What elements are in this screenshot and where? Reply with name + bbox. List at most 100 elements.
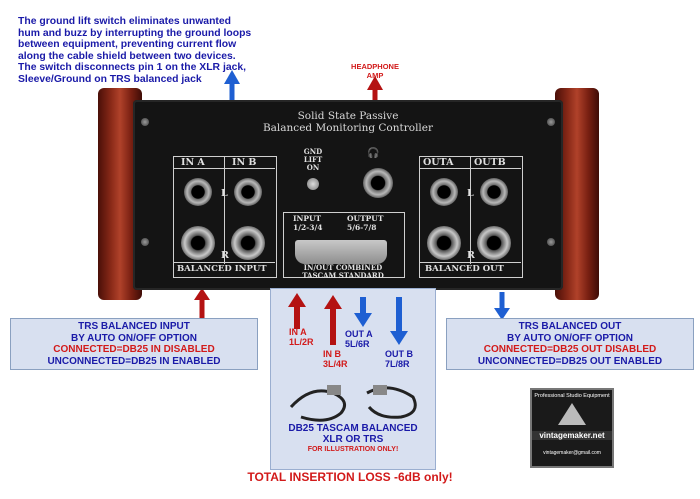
in-b-arrowhead: [324, 295, 342, 309]
headphone-amp-label: HEADPHONE AMP: [340, 62, 410, 80]
note-line: between equipment, preventing current fl…: [18, 39, 237, 51]
balanced-input-arrowhead: [194, 288, 210, 300]
ground-lift-toggle-switch[interactable]: [307, 178, 319, 190]
ground-lift-note: The ground lift switch eliminates unwant…: [18, 16, 348, 86]
vintagemaker-logo: Professional Studio Equipment vintagemak…: [530, 388, 614, 468]
out-a-arrowhead: [354, 313, 372, 327]
io-input-ch: 1/2-3/4: [293, 223, 323, 232]
logo-site-text: vintagemaker.net: [532, 431, 612, 440]
db25-label-line: 3L/4R: [323, 359, 348, 369]
gnd-lift-line: ON: [306, 163, 320, 172]
panel-title-line1: Solid State Passive: [297, 110, 399, 122]
trs-db25-plug: [373, 385, 387, 395]
right-channel-label: R: [221, 250, 229, 261]
db25-label-line: 5L/6R: [345, 339, 370, 349]
note-line: The ground lift switch eliminates unwant…: [18, 16, 232, 27]
note-line: The switch disconnects pin 1 on the XLR …: [18, 62, 247, 74]
hp-label-line: AMP: [366, 71, 384, 80]
out-a-label: OUTA: [423, 157, 454, 168]
balanced-input-label: BALANCED INPUT: [177, 264, 267, 274]
output-header-line: [419, 168, 521, 169]
io-combined-text: IN/OUT COMBINED: [303, 263, 383, 272]
left-channel-label: L: [221, 188, 228, 199]
in-a-arrowhead: [288, 293, 306, 307]
output-footer-line: [419, 262, 521, 263]
output-section: [419, 156, 523, 278]
cable-caption-line1: DB25 TASCAM BALANCED: [288, 423, 418, 434]
db25-label-line: IN B: [323, 349, 341, 359]
logo-top-text: Professional Studio Equipment: [534, 393, 610, 399]
callout-line: CONNECTED=DB25 IN DISABLED: [53, 344, 215, 355]
screw-icon: [547, 238, 555, 246]
panel-title-line2: Balanced Monitoring Controller: [262, 122, 434, 134]
input-footer-line: [173, 262, 275, 263]
front-panel: Solid State Passive Balanced Monitoring …: [133, 100, 563, 290]
callout-line: TRS BALANCED INPUT: [78, 321, 190, 332]
in-a-left-jack[interactable]: [184, 178, 212, 206]
db25-out-a-label: OUT A 5L/6R: [345, 329, 373, 349]
callout-line: UNCONNECTED=DB25 OUT ENABLED: [477, 355, 663, 367]
note-line: hum and buzz by interrupting the ground …: [18, 27, 252, 39]
cable-caption-line2: XLR OR TRS: [322, 434, 384, 445]
out-b-arrowhead: [390, 331, 408, 345]
balanced-out-callout: TRS BALANCED OUT BY AUTO ON/OFF OPTION C…: [446, 318, 694, 370]
db25-label-line: 1L/2R: [289, 337, 314, 347]
input-divider: [224, 156, 225, 264]
callout-line: BY AUTO ON/OFF OPTION: [507, 332, 633, 344]
out-b-right-jack[interactable]: [477, 226, 511, 260]
gnd-lift-label: GND LIFT ON: [301, 148, 325, 172]
input-header-line: [173, 168, 275, 169]
xlr-db25-plug: [327, 385, 341, 395]
input-section: [173, 156, 277, 278]
headphone-jack[interactable]: [363, 168, 393, 198]
in-b-label: IN B: [232, 157, 257, 168]
db25-cable-caption: DB25 TASCAM BALANCED XLR OR TRS FOR ILLU…: [271, 423, 435, 454]
db25-in-a-label: IN A 1L/2R: [289, 327, 314, 347]
illustration-note: FOR ILLUSTRATION ONLY!: [307, 446, 399, 453]
out-a-right-jack[interactable]: [427, 226, 461, 260]
db25-label-line: OUT A: [345, 329, 373, 339]
gnd-lift-line: GND: [303, 147, 323, 156]
balanced-out-label: BALANCED OUT: [425, 264, 504, 274]
logo-email-text: vintagemaker@gmail.com: [543, 450, 601, 456]
screw-icon: [141, 118, 149, 126]
in-a-label: IN A: [181, 157, 205, 168]
db25-label-line: IN A: [289, 327, 307, 337]
db25-out-b-label: OUT B 7L/8R: [385, 349, 413, 369]
note-line: along the cable shield between two devic…: [18, 50, 236, 62]
insertion-loss-footer: TOTAL INSERTION LOSS -6dB only!: [247, 470, 453, 484]
out-a-left-jack[interactable]: [430, 178, 458, 206]
io-combined-label: IN/OUT COMBINED TASCAM STANDARD: [283, 264, 403, 280]
callout-line: UNCONNECTED=DB25 IN ENABLED: [47, 355, 221, 367]
io-input-label: INPUT 1/2-3/4: [293, 214, 322, 232]
left-channel-label: L: [467, 188, 474, 199]
db25-connector[interactable]: [295, 240, 387, 264]
hp-label-line: HEADPHONE: [351, 62, 399, 71]
in-b-left-jack[interactable]: [234, 178, 262, 206]
in-a-right-jack[interactable]: [181, 226, 215, 260]
callout-line: TRS BALANCED OUT: [518, 321, 622, 332]
io-standard-text: TASCAM STANDARD: [302, 271, 384, 280]
note-line: Sleeve/Ground on TRS balanced jack: [18, 73, 202, 85]
in-b-right-jack[interactable]: [231, 226, 265, 260]
output-divider: [470, 156, 471, 264]
db25-label-line: OUT B: [385, 349, 413, 359]
trs-cable-illustration: [366, 386, 417, 419]
out-b-left-jack[interactable]: [480, 178, 508, 206]
callout-line: BY AUTO ON/OFF OPTION: [71, 332, 197, 344]
io-output-label: OUTPUT 5/6-7/8: [347, 214, 383, 232]
right-channel-label: R: [467, 250, 475, 261]
db25-section: [283, 212, 405, 278]
screw-icon: [141, 238, 149, 246]
callout-line: CONNECTED=DB25 OUT DISABLED: [483, 344, 657, 355]
db25-label-line: 7L/8R: [385, 359, 410, 369]
balanced-input-callout: TRS BALANCED INPUT BY AUTO ON/OFF OPTION…: [10, 318, 258, 370]
db25-cable-box: IN A 1L/2R IN B 3L/4R OUT A 5L/6R OUT B …: [270, 288, 436, 470]
io-input-text: INPUT: [293, 214, 322, 223]
xlr-cable-illustration: [289, 389, 347, 422]
headphone-arrowhead: [367, 76, 383, 90]
gnd-lift-line: LIFT: [303, 155, 323, 164]
balanced-out-arrowhead: [494, 308, 510, 320]
logo-emblem-icon: [558, 403, 586, 425]
screw-icon: [547, 118, 555, 126]
